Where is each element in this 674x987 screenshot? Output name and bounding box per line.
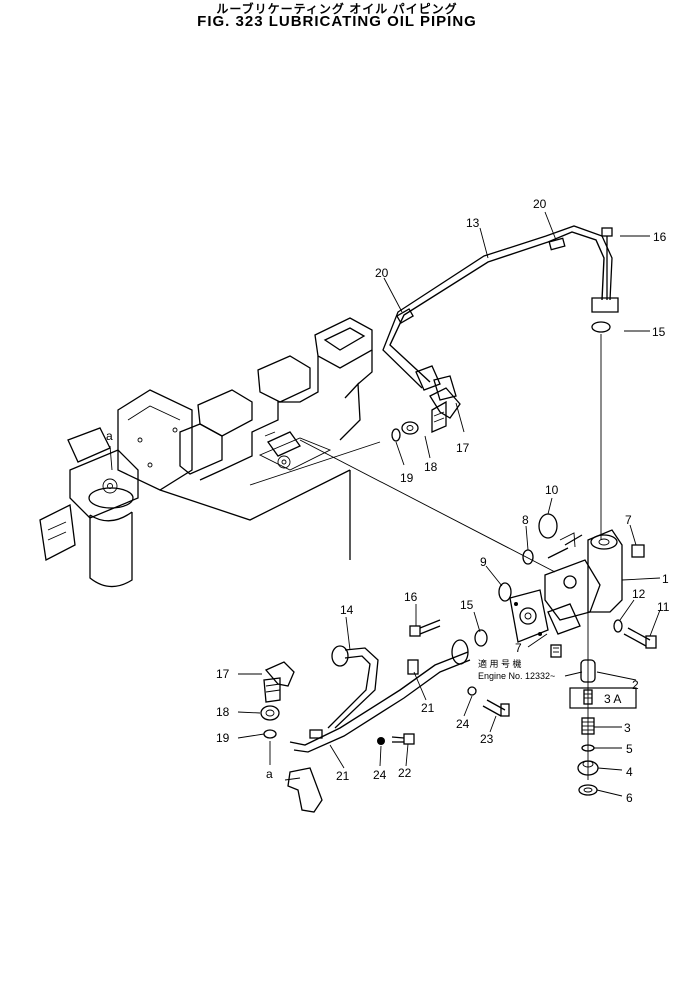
callout-20-right: 20: [533, 197, 547, 211]
callout-19-lower: 19: [216, 731, 230, 745]
o-ring-15-top: [591, 321, 611, 333]
callout-24-lower: 24: [373, 768, 387, 782]
kit-3a-box: [569, 687, 637, 709]
o-ring-15-lower: [474, 629, 488, 647]
callout-a-lower: a: [266, 767, 273, 781]
callout-7-lower: 7: [515, 641, 522, 655]
elbow-17-lower: [263, 661, 295, 703]
title-japanese: ルーブリケーティング オイル パイピング: [216, 2, 458, 16]
washer-24-upper: [467, 686, 477, 696]
callout-17-top: 17: [456, 441, 470, 455]
callout-a-top: a: [106, 429, 113, 443]
callout-22: 22: [398, 766, 412, 780]
elbow-17-top: [429, 387, 461, 433]
callout-8: 8: [522, 513, 529, 527]
callout-12: 12: [632, 587, 646, 601]
oil-pump-body: [544, 529, 623, 635]
pump-flange: [509, 589, 549, 643]
bolt-11: [623, 627, 657, 649]
bolt-16-top: [601, 227, 613, 300]
figure-title: FIG. 323 LUBRICATING OIL PIPING: [197, 13, 477, 30]
callout-9: 9: [480, 555, 487, 569]
callout-5: 5: [626, 742, 633, 756]
nut-18-lower: [260, 705, 280, 721]
relief-valve-stack: [577, 612, 599, 796]
callout-3a: 3 A: [604, 692, 621, 706]
callout-15-top: 15: [652, 325, 666, 339]
washer-24-lower: [377, 737, 385, 745]
lower-pipe-14: [284, 639, 471, 813]
callout-7-right: 7: [625, 513, 632, 527]
callout-20-left: 20: [375, 266, 389, 280]
callout-18-top: 18: [424, 460, 438, 474]
callout-18-lower: 18: [216, 705, 230, 719]
callout-15-lower: 15: [460, 598, 474, 612]
serial-note-engine: Engine No. 12332~: [478, 671, 555, 681]
callout-14: 14: [340, 603, 354, 617]
bolt-23: [482, 699, 510, 717]
callout-17-lower: 17: [216, 667, 230, 681]
callout-13: 13: [466, 216, 480, 230]
o-ring-9: [498, 582, 512, 602]
o-ring-8: [522, 549, 534, 565]
callout-3: 3: [624, 721, 631, 735]
callout-19-top: 19: [400, 471, 414, 485]
o-ring-12: [613, 619, 623, 633]
callout-23: 23: [480, 732, 494, 746]
bolt-22: [391, 733, 415, 745]
o-ring-19-lower: [263, 729, 277, 739]
callout-16-lower: 16: [404, 590, 418, 604]
callout-21-upper: 21: [421, 701, 435, 715]
plug-7-right: [631, 544, 645, 558]
bolt-16-lower: [409, 619, 441, 637]
callout-21-lower: 21: [336, 769, 350, 783]
leader-lines: [109, 211, 661, 797]
callout-1: 1: [662, 572, 669, 586]
callout-2: 2: [632, 678, 639, 692]
callout-4: 4: [626, 765, 633, 779]
callout-16-top: 16: [653, 230, 667, 244]
nut-18-top: [401, 421, 419, 435]
upper-oil-pipe: [382, 225, 619, 401]
o-ring-19-top: [391, 428, 401, 442]
plug-7-lower: [550, 644, 562, 658]
callout-24-upper: 24: [456, 717, 470, 731]
callout-labels: 1 2 3 3 A 4 5 6 7 7 8 9 10 11 12 13 14 1…: [106, 197, 670, 805]
engine-block-drawing: [39, 317, 373, 588]
callout-10: 10: [545, 483, 559, 497]
callout-6: 6: [626, 791, 633, 805]
o-ring-10: [538, 513, 558, 539]
serial-note-japanese: 適 用 号 機: [478, 658, 522, 669]
callout-11: 11: [657, 600, 670, 614]
